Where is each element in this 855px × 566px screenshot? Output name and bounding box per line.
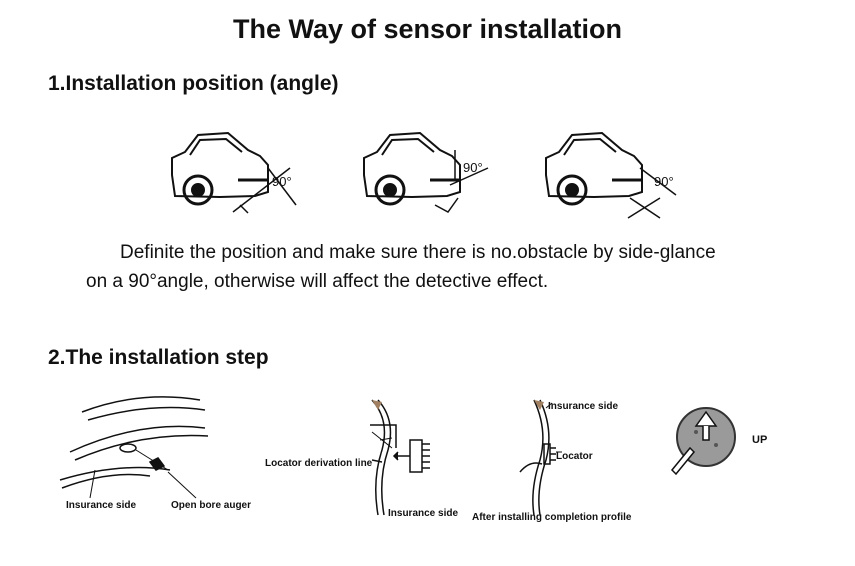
car-diagram-2 [363, 131, 489, 213]
label-after-installing: After installing completion profile [472, 512, 632, 523]
description-line-2: on a 90°angle, otherwise will affect the… [86, 271, 549, 292]
step-1-bumper-diagram [59, 396, 209, 499]
page-title: The Way of sensor installation [232, 14, 623, 44]
section-2-heading: 2.The installation step [48, 346, 269, 369]
step-4-up-orientation-diagram [670, 407, 736, 476]
angle-label-1: 90° [272, 174, 292, 189]
car-diagram-3 [545, 131, 677, 219]
angle-label-3: 90° [654, 174, 674, 189]
angle-label-2: 90° [463, 160, 483, 175]
label-open-bore-auger: Open bore auger [171, 500, 251, 511]
label-up: UP [752, 434, 767, 446]
car-diagram-1 [171, 131, 297, 214]
label-locator: Locator [556, 451, 593, 462]
section-1-heading: 1.Installation position (angle) [48, 72, 339, 95]
step-2-locator-diagram [370, 399, 430, 516]
description-line-1: Definite the position and make sure ther… [120, 242, 716, 263]
step-3-installed-diagram [519, 399, 562, 516]
label-insurance-side-3: Insurance side [548, 401, 618, 412]
label-locator-derivation-line: Locator derivation line [265, 458, 373, 469]
label-insurance-side-1: Insurance side [66, 500, 136, 511]
label-insurance-side-2: Insurance side [388, 508, 458, 519]
